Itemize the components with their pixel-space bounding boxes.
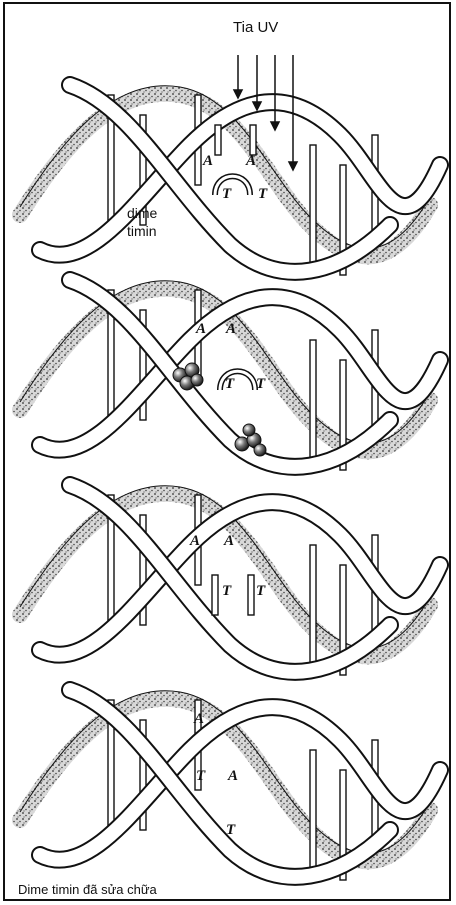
- base-a-5: A: [189, 533, 200, 549]
- uv-label: Tia UV: [233, 19, 278, 36]
- caption: Dime timin đã sửa chữa: [18, 882, 157, 897]
- base-t-2: T: [258, 186, 268, 202]
- base-t-8: T: [226, 822, 236, 838]
- base-t-4: T: [256, 376, 266, 392]
- helix-panel-4: [20, 690, 440, 880]
- base-a-7: A: [193, 711, 204, 727]
- base-t-3: T: [225, 376, 235, 392]
- base-a-3: A: [195, 321, 206, 337]
- base-a-2: A: [245, 153, 256, 169]
- dimer-label-line1: dime: [127, 205, 158, 221]
- base-t-5: T: [222, 583, 232, 599]
- helix-panel-2: [20, 280, 440, 470]
- base-a-8: A: [227, 768, 238, 784]
- helix-panel-1: [20, 85, 440, 275]
- base-a-1: A: [202, 153, 213, 169]
- dimer-label-line2: timin: [127, 223, 157, 239]
- helix-panel-3: [20, 485, 440, 675]
- base-a-6: A: [223, 533, 234, 549]
- base-t-7: T: [196, 768, 206, 784]
- base-t-1: T: [222, 186, 232, 202]
- base-a-4: A: [225, 321, 236, 337]
- base-t-6: T: [256, 583, 266, 599]
